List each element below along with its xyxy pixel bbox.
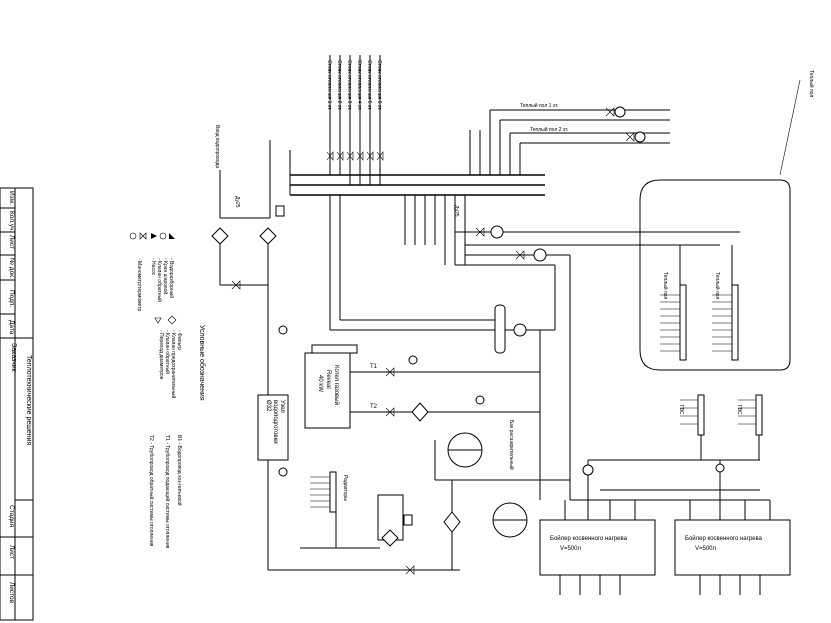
right-manifolds: Теплый пол Теплый пол [639, 179, 791, 371]
legend-item-4: - Манометр/термометр [136, 258, 142, 311]
legend: Условные обозначения - Водоразборный - К… [129, 232, 206, 549]
gvs-gauge [715, 463, 725, 473]
title-cell-koluch: Кол.уч. [8, 211, 15, 232]
title-stage: Стадия [8, 505, 15, 528]
legend-item-8: - Переход диаметров [158, 330, 164, 380]
collector-2 [731, 284, 739, 361]
gvs-collector-label-2: ГВС [736, 405, 742, 415]
gas-boiler: Котел газовый Reveal 40 kW Т1 Т2 [304, 344, 540, 429]
boiler-label-1: Котел газовый [333, 365, 340, 405]
manifold-du: Ду25 [453, 205, 459, 217]
boiler-filter [411, 402, 429, 422]
floor-heating-circuits: Теплый пол 1 эт. Теплый пол 2 эт. Теплый… [469, 70, 815, 176]
circuit-label-2: Теплый пол 2 эт. [530, 126, 568, 133]
boiler-indirect-2-volume: V=500л [695, 546, 717, 552]
gvs-collector-2 [755, 394, 763, 436]
water-prep-label-2: водоподготовки [272, 400, 278, 444]
title-section: Теплотехнические решения [25, 355, 32, 446]
legend-code-t1: Т1 - Трубопровод подающий системы отопле… [164, 435, 171, 549]
note-top-label: Теплый пол [808, 70, 815, 97]
boiler-indirect-1 [539, 519, 656, 576]
hydro-arrow [329, 195, 571, 500]
gvs-collector-1 [697, 394, 705, 436]
title-cell-list: Лист [8, 235, 15, 249]
legend-item-7: - Клапан обратный [164, 330, 171, 374]
boiler-indirect-2-label: Бойлер косвенного нагрева [685, 535, 763, 542]
pump-heating-1 [490, 225, 504, 239]
legend-item-2: - Клапан обратный [156, 258, 163, 302]
boiler-indirect-1-volume: V=500л [560, 546, 582, 552]
bottom-left-manifold: Радиаторы [300, 471, 461, 570]
boiler-indirect-1-label: Бойлер косвенного нагрева [550, 535, 628, 542]
radiator-collector [329, 471, 337, 513]
title-sheets: Листов [8, 582, 15, 604]
water-filter-1 [211, 227, 229, 245]
inlet-label: Ввод водопровода [214, 125, 220, 168]
riser-label-6: Стояк отопления 6 эт. [376, 60, 382, 110]
boiler-indirect-2 [674, 519, 791, 576]
risers: Стояк отопления 1 эт. Стояк отопления 2 … [289, 55, 545, 196]
riser-label-5: Стояк отопления 5 эт. [366, 60, 372, 110]
boiler-label-3: 40 kW [317, 375, 323, 392]
inlet-du: Ду25 [234, 196, 240, 208]
pump-boiler-loop [513, 323, 527, 337]
title-cell-podp: Подп. [8, 290, 15, 307]
expansion-label: Бак расширительный [508, 420, 515, 470]
riser-label-3: Стояк отопления 3 эт. [346, 60, 352, 110]
legend-item-6: - Клапан предохранительный [170, 330, 177, 398]
legend-item-0: - Водоразборный [168, 258, 175, 298]
title-block: Изм. Кол.уч. Лист № док. Подп. Дата Зака… [0, 187, 34, 621]
water-prep-unit: Узел водоподготовки Ø32 [257, 285, 460, 571]
title-cell-izm: Изм. [8, 191, 15, 205]
indirect-boilers: Бойлер косвенного нагрева V=500л Бойлер … [539, 394, 791, 595]
boiler-body [304, 352, 351, 429]
collector-label-2: Теплый пол [714, 272, 721, 299]
pump-circuit-2 [634, 131, 646, 143]
return-gauge [475, 395, 485, 405]
title-sheet: Лист [8, 545, 15, 559]
legend-code-t2: Т2 - Трубопровод обратный системы отопле… [148, 435, 155, 547]
riser-label-2: Стояк отопления 2 эт. [336, 60, 342, 110]
pump-circuit-1 [614, 106, 626, 118]
radiator-label: Радиаторы [342, 475, 348, 501]
legend-item-3: - Насос [150, 258, 156, 276]
boiler-label-2: Reveal [325, 370, 331, 389]
legend-code-b1: В1 - Водопровод хоз-питьевой [176, 435, 183, 506]
pump-heating-2 [533, 248, 547, 262]
collector-label-1: Теплый пол [662, 272, 669, 299]
water-prep-label-1: Узел [279, 400, 285, 413]
title-cell-data: Дата [8, 320, 15, 335]
middle-manifold: Ду25 [404, 195, 740, 266]
legend-title: Условные обозначения [198, 325, 206, 401]
expansion-tanks: Бак расширительный [434, 420, 570, 538]
boiler-gauge [408, 355, 418, 365]
gvs-filter [443, 511, 461, 533]
water-filter-2 [259, 227, 277, 245]
title-customer: Заказчик [10, 343, 17, 373]
water-prep-body [257, 394, 289, 461]
riser-label-4: Стояк отопления 4 эт. [356, 60, 362, 110]
legend-item-5: - Фильтр [176, 330, 182, 350]
pump-gvs [582, 464, 594, 476]
water-gauge-1 [278, 325, 288, 335]
label-t1: Т1 [370, 364, 378, 370]
legend-item-1: - Кран шаровой [162, 258, 169, 294]
title-cell-ndok: № док. [8, 258, 15, 279]
circuit-label-1: Теплый пол 1 эт. [520, 102, 558, 109]
hydro-arrow-vessel [494, 304, 506, 354]
collector-1 [679, 284, 687, 361]
gvs-collector-label-1: ГВС [678, 405, 684, 415]
water-prep-label-3: Ø32 [265, 400, 271, 412]
label-t2: Т2 [370, 404, 378, 410]
riser-label-1: Стояк отопления 1 эт. [326, 60, 332, 110]
water-gauge-2 [278, 467, 288, 477]
water-inlet: Ввод водопровода Ду25 [211, 125, 285, 286]
misc-valves [231, 107, 635, 575]
